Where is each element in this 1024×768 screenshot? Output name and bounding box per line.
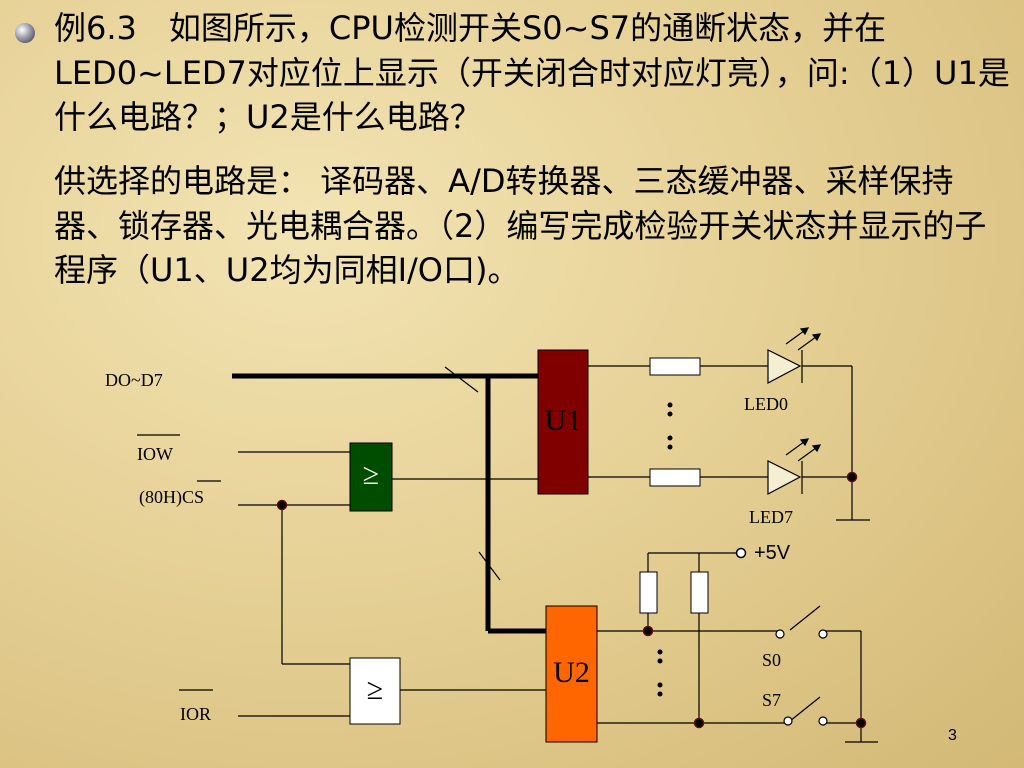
ior-label: IOR — [180, 704, 211, 724]
led0-label: LED0 — [744, 394, 788, 414]
led0-icon — [767, 327, 822, 384]
resistor-top — [649, 357, 701, 376]
bullet-icon — [15, 23, 35, 43]
pullup-resistor-right — [690, 571, 709, 614]
led7-icon — [767, 438, 822, 495]
pullup-resistor-left — [639, 571, 658, 614]
vcc-label: +5V — [754, 542, 791, 564]
u2-chip — [545, 605, 598, 743]
u2-label: U2 — [553, 656, 590, 689]
gate2-symbol: ≥ — [366, 673, 384, 706]
junctions — [276, 471, 867, 729]
data-bus-label: DO~D7 — [105, 370, 163, 390]
bus-slash-mark — [478, 551, 501, 581]
continuation-dots — [657, 402, 673, 697]
page-number: 3 — [948, 727, 957, 744]
iow-label: IOW — [137, 444, 173, 464]
cs-label: (80H)CS — [139, 487, 205, 507]
u1-chip — [537, 349, 589, 495]
wires — [137, 365, 878, 743]
resistor-bottom — [649, 468, 701, 487]
u1-label: U1 — [544, 404, 582, 437]
bus-slash-mark — [444, 366, 479, 393]
led7-label: LED7 — [749, 507, 793, 527]
switch-s0-label: S0 — [762, 650, 782, 670]
question-paragraph: 例6.3 如图所示，CPU检测开关S0~S7的通断状态，并在LED0~LED7对… — [54, 9, 1010, 136]
switch-s7-label: S7 — [762, 690, 782, 710]
or-gate-2 — [349, 657, 401, 725]
or-gate-1 — [349, 442, 393, 512]
options-paragraph: 供选择的电路是： 译码器、A/D转换器、三态缓冲器、采样保持器、锁存器、光电耦合… — [54, 162, 987, 289]
gate1-symbol: ≥ — [362, 458, 380, 491]
